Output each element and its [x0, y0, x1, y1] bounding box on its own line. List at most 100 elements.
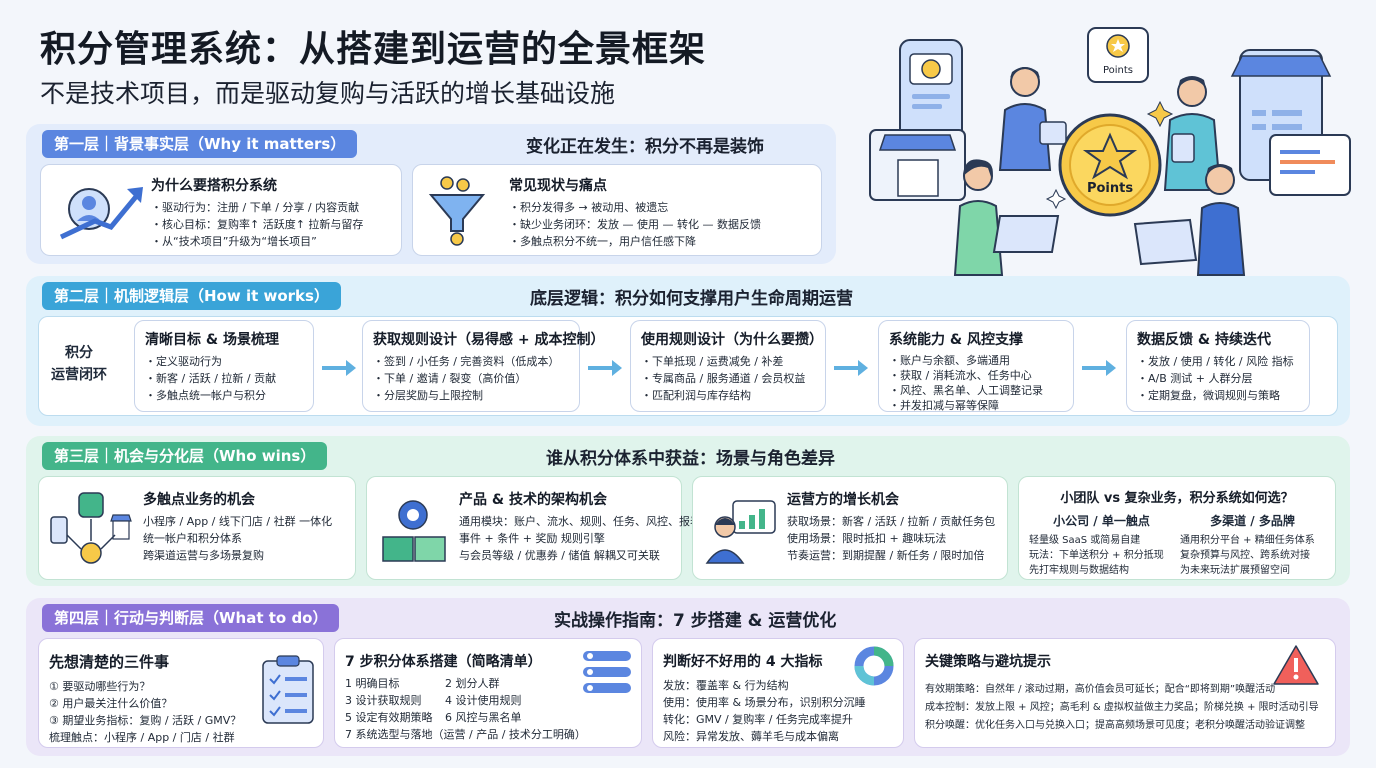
- opportunity-title: 产品 & 技术的架构机会: [459, 492, 607, 508]
- flow-step-title: 获取规则设计（易得感 + 成本控制）: [373, 332, 605, 348]
- opportunity-card-growth: 运营方的增长机会 获取场景：新客 / 活跃 / 拉新 / 贡献任务包 使用场景：…: [692, 476, 1008, 580]
- layer3-tag: 第三层｜机会与分化层（Who wins）: [42, 442, 328, 470]
- layer4-band: 第四层｜行动与判断层（What to do） 实战操作指南：7 步搭建 & 运营…: [26, 598, 1350, 756]
- selection-line: 轻量级 SaaS 或简易自建: [1029, 535, 1141, 546]
- action-line: ① 要驱动哪些行为？: [49, 680, 151, 693]
- donut-chart-icon: [854, 646, 894, 686]
- layer1-card-why-line: ・核心目标：复购率↑ 活跃度↑ 拉新与留存: [151, 218, 364, 231]
- flow-step-line: ・签到 / 小任务 / 完善资料（低成本）: [373, 355, 560, 368]
- flow-arrow: [1082, 360, 1116, 376]
- flow-step-title: 清晰目标 & 场景梳理: [145, 332, 279, 348]
- flow-arrow: [322, 360, 356, 376]
- selection-line: 先打牢规则与数据结构: [1029, 565, 1129, 576]
- layer2-tag: 第二层｜机制逻辑层（How it works）: [42, 282, 341, 310]
- flow-step-line: ・新客 / 活跃 / 拉新 / 贡献: [145, 372, 277, 385]
- action-card-seven-steps: 7 步积分体系搭建（简略清单） 1 明确目标 2 划分人群 3 设计获取规则 4…: [334, 638, 642, 748]
- checklist-icon: [262, 655, 314, 724]
- selection-column-title: 小公司 / 单一触点: [1053, 514, 1150, 528]
- multi-touch-icon: [50, 492, 132, 564]
- layer1-card-why: 为什么要搭积分系统 ・驱动行为：注册 / 下单 / 分享 / 内容贡献 ・核心目…: [40, 164, 402, 256]
- flow-step-line: ・专属商品 / 服务通道 / 会员权益: [641, 372, 806, 385]
- opportunity-line: 与会员等级 / 优惠券 / 储值 解耦又可关联: [459, 549, 660, 562]
- flow-arrow: [834, 360, 868, 376]
- flow-step-line: ・并发扣减与幂等保障: [889, 399, 999, 412]
- step-item: 4 设计使用规则: [445, 694, 522, 707]
- opportunity-line: 统一帐户和积分体系: [143, 532, 242, 545]
- selection-multi-channel: 多渠道 / 多品牌 通用积分平台 + 精细任务体系 复杂预算与风控、跨系统对接 …: [1180, 512, 1325, 578]
- layer2-band: 第二层｜机制逻辑层（How it works） 底层逻辑：积分如何支撑用户生命周…: [26, 276, 1350, 426]
- funnel-icon: [428, 176, 486, 246]
- operator-chart-icon: [705, 500, 776, 564]
- step-item: 6 风控与黑名单: [445, 711, 522, 724]
- metric-line: 转化：GMV / 复购率 / 任务完成率提升: [663, 713, 853, 726]
- points-loop-line: 运营闭环: [51, 367, 107, 383]
- points-badge-label: Points: [1103, 65, 1133, 76]
- layer3-band: 第三层｜机会与分化层（Who wins） 谁从积分体系中获益：场景与角色差异 多…: [26, 436, 1350, 586]
- action-title: 先想清楚的三件事: [49, 653, 170, 671]
- opportunity-title: 多触点业务的机会: [143, 492, 255, 508]
- flow-step-line: ・匹配利润与库存结构: [641, 389, 751, 402]
- action-line: 梳理触点：小程序 / App / 门店 / 社群: [49, 731, 235, 744]
- flow-step-acquire: 获取规则设计（易得感 + 成本控制） ・签到 / 小任务 / 完善资料（低成本）…: [362, 320, 605, 412]
- flow-step-line: ・定义驱动行为: [145, 355, 222, 368]
- layer3-heading: 谁从积分体系中获益：场景与角色差异: [546, 449, 835, 469]
- flow-step-line: ・下单 / 邀请 / 裂变（高价值）: [373, 372, 527, 385]
- strategy-line: 成本控制：发放上限 + 风控；高毛利 & 虚拟权益做主力奖品；阶梯兑换 + 限时…: [925, 702, 1319, 713]
- layer1-tag: 第一层｜背景事实层（Why it matters）: [42, 130, 358, 158]
- layer1-card-pain-title: 常见现状与痛点: [509, 178, 607, 194]
- layer1-card-pain-line: ・多触点积分不统一，用户信任感下降: [509, 235, 696, 248]
- growth-person-icon: [59, 187, 143, 240]
- layer1-card-pain-line: ・缺少业务闭环：发放 — 使用 — 转化 — 数据反馈: [509, 218, 761, 231]
- flow-step-line: ・多触点统一帐户与积分: [145, 389, 266, 402]
- warning-icon: [1273, 645, 1319, 685]
- flow-step-title: 系统能力 & 风控支撑: [889, 332, 1023, 348]
- metric-line: 风险：异常发放、薅羊毛与成本偏离: [663, 730, 839, 743]
- layer1-band: 第一层｜背景事实层（Why it matters） 变化正在发生：积分不再是装饰…: [26, 124, 836, 264]
- points-loop-label: 积分 运营闭环: [40, 316, 118, 412]
- page-title: 积分管理系统：从搭建到运营的全景框架: [40, 29, 707, 70]
- selection-line: 复杂预算与风控、跨系统对接: [1180, 550, 1310, 561]
- layer1-card-why-title: 为什么要搭积分系统: [151, 178, 277, 194]
- step-item: 5 设定有效期策略: [345, 711, 433, 724]
- step-item: 1 明确目标: [345, 677, 400, 690]
- flow-step-line: ・分层奖励与上限控制: [373, 389, 483, 402]
- flow-step-line: ・下单抵现 / 运费减免 / 补差: [641, 355, 784, 368]
- hero-illustration: Points Points: [869, 27, 1351, 276]
- selection-small-team: 小公司 / 单一触点 轻量级 SaaS 或简易自建 玩法：下单送积分 + 积分抵…: [1029, 512, 1174, 578]
- flow-step-system: 系统能力 & 风控支撑 ・账户与余额、多端通用 ・获取 / 消耗流水、任务中心 …: [878, 320, 1074, 412]
- step-item: 2 划分人群: [445, 677, 500, 690]
- flow-step-title: 使用规则设计（为什么要攒）: [641, 332, 823, 348]
- action-card-metrics: 判断好不好用的 4 大指标 发放：覆盖率 & 行为结构 使用：使用率 & 场景分…: [652, 638, 904, 748]
- flow-step-title: 数据反馈 & 持续迭代: [1137, 332, 1271, 348]
- layer1-heading: 变化正在发生：积分不再是装饰: [526, 137, 764, 157]
- step-item: 3 设计获取规则: [345, 694, 422, 707]
- opportunity-card-architecture: 产品 & 技术的架构机会 通用模块：账户、流水、规则、任务、风控、报表 事件 +…: [366, 476, 701, 580]
- step-item: 7 系统选型与落地（运营 / 产品 / 技术分工明确）: [345, 728, 586, 741]
- opportunity-line: 节奏运营：到期提醒 / 新任务 / 限时加倍: [787, 549, 985, 562]
- opportunity-line: 跨渠道运营与多场景复购: [143, 549, 264, 562]
- opportunity-line: 小程序 / App / 线下门店 / 社群 一体化: [143, 515, 333, 528]
- layer4-heading: 实战操作指南：7 步搭建 & 运营优化: [554, 611, 837, 631]
- list-icon: [583, 651, 631, 693]
- action-title: 判断好不好用的 4 大指标: [663, 654, 823, 670]
- opportunity-line: 通用模块：账户、流水、规则、任务、风控、报表: [459, 515, 701, 528]
- layer1-card-pain: 常见现状与痛点 ・积分发得多 → 被动用、被遗忘 ・缺少业务闭环：发放 — 使用…: [412, 164, 822, 256]
- action-title: 7 步积分体系搭建（简略清单）: [345, 654, 542, 670]
- action-line: ② 用户最关注什么价值？: [49, 697, 173, 710]
- flow-step-line: ・账户与余额、多端通用: [889, 354, 1010, 367]
- flow-step-line: ・A/B 测试 + 人群分层: [1137, 372, 1253, 385]
- strategy-line: 积分唤醒：优化任务入口与兑换入口；提高高频场景可见度；老积分唤醒活动验证调整: [925, 720, 1305, 731]
- page-subtitle: 不是技术项目，而是驱动复购与活跃的增长基础设施: [40, 79, 616, 108]
- opportunity-line: 事件 + 条件 + 奖励 规则引擎: [459, 532, 605, 545]
- selection-line: 为未来玩法扩展预留空间: [1180, 565, 1290, 576]
- opportunity-card-selection: 小团队 vs 复杂业务，积分系统如何选？ 小公司 / 单一触点 轻量级 SaaS…: [1018, 476, 1336, 580]
- flow-step-line: ・定期复盘，微调规则与策略: [1137, 389, 1280, 402]
- points-coin-label: Points: [1087, 181, 1133, 196]
- strategy-line: 有效期策略：自然年 / 滚动过期，高价值会员可延长；配合“即将到期”唤醒活动: [925, 684, 1276, 695]
- flow-arrow: [588, 360, 622, 376]
- points-loop-line: 积分: [65, 345, 93, 361]
- flow-step-use: 使用规则设计（为什么要攒） ・下单抵现 / 运费减免 / 补差 ・专属商品 / …: [630, 320, 826, 412]
- selection-line: 通用积分平台 + 精细任务体系: [1180, 535, 1315, 546]
- flow-step-goal: 清晰目标 & 场景梳理 ・定义驱动行为 ・新客 / 活跃 / 拉新 / 贡献 ・…: [134, 320, 314, 412]
